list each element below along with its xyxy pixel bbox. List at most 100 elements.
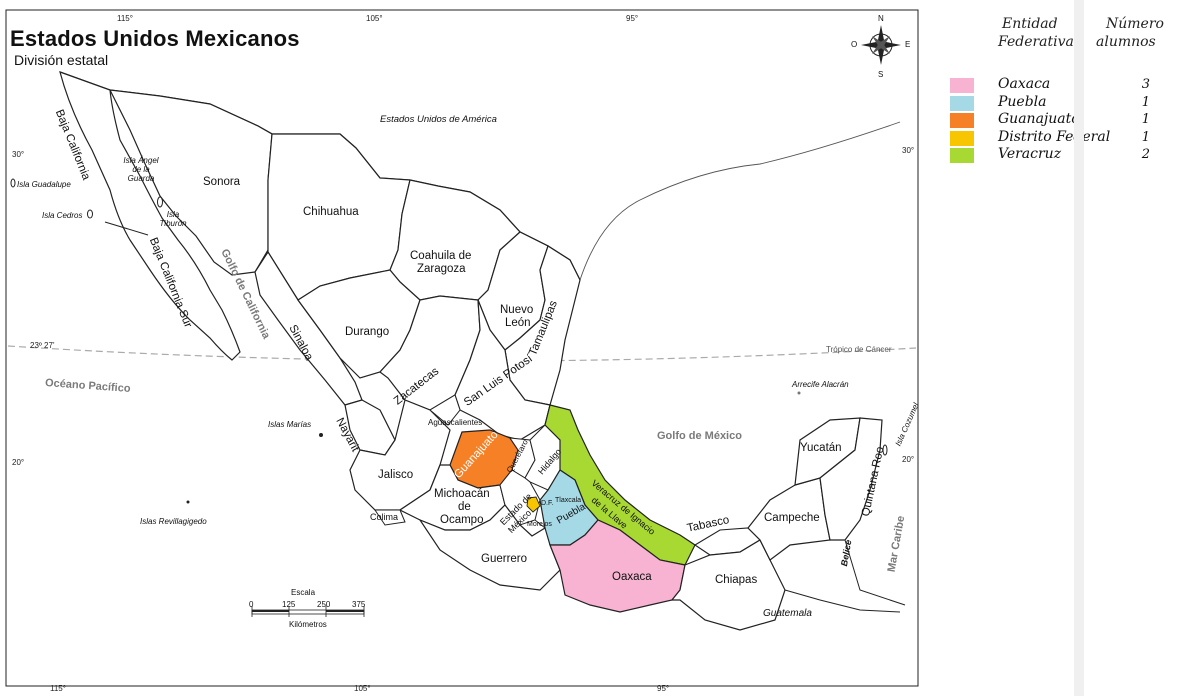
map-title: Estados Unidos Mexicanos xyxy=(10,26,300,51)
label-colima: Colima xyxy=(370,512,399,522)
label-morelos: Morelos xyxy=(527,521,552,528)
map-border xyxy=(5,9,919,687)
coord-right-30: 30° xyxy=(902,146,915,155)
legend-entity-name: Guanajuato xyxy=(998,111,1080,127)
state-guerrero xyxy=(418,504,561,591)
state-aguascalientes xyxy=(429,394,461,426)
label-michoacan-2: de xyxy=(458,501,471,513)
coord-left-30: 30° xyxy=(12,150,25,159)
coord-bottom-95: 95° xyxy=(657,684,670,693)
label-df: D.F. xyxy=(541,500,554,507)
compass-o: O xyxy=(851,40,858,49)
scale-bar xyxy=(251,606,365,617)
scale-tick-125: 125 xyxy=(282,600,296,609)
label-campeche: Campeche xyxy=(764,512,820,524)
label-coahuila-1: Coahuila de xyxy=(410,250,472,262)
legend-entity-name: Oaxaca xyxy=(998,76,1051,92)
legend-student-count: 1 xyxy=(1141,112,1150,127)
state-quintana-roo xyxy=(819,417,883,541)
label-nuevo-leon-1: Nuevo xyxy=(500,304,534,316)
coord-top-115: 115° xyxy=(117,14,133,23)
legend-header-entity-1: Entidad xyxy=(1002,16,1058,32)
coord-right-20: 20° xyxy=(902,455,915,464)
scale-tick-0: 0 xyxy=(249,600,254,609)
legend-entity-name: Distrito Federal xyxy=(998,128,1111,145)
label-chiapas: Chiapas xyxy=(715,574,758,586)
island-marias xyxy=(319,433,323,437)
label-tlaxcala: Tlaxcala xyxy=(555,497,582,504)
island-revillagigedo xyxy=(186,500,190,504)
legend-row: Guanajuato 1 xyxy=(950,111,1158,129)
compass-e: E xyxy=(905,40,911,49)
legend-swatch xyxy=(950,148,974,163)
tropic-name: Trópico de Cáncer xyxy=(826,345,892,354)
legend-student-count: 1 xyxy=(1141,94,1150,110)
tropic-latitude: 23º 27' xyxy=(30,341,55,350)
legend-header-count-1: Número xyxy=(1106,16,1164,32)
legend-swatch xyxy=(950,113,974,128)
state-df xyxy=(526,496,541,513)
scale-unit: Kilómetros xyxy=(289,620,327,629)
legend-student-count: 1 xyxy=(1141,129,1150,145)
label-isla-cedros: Isla Cedros xyxy=(42,211,83,220)
coord-top-105: 105° xyxy=(366,14,383,23)
label-arrecife-alacran: Arrecife Alacrán xyxy=(792,380,849,389)
label-coahuila-2: Zaragoza xyxy=(417,263,466,275)
label-islas-marias: Islas Marías xyxy=(268,420,312,429)
label-oaxaca: Oaxaca xyxy=(612,571,652,583)
label-usa: Estados Unidos de América xyxy=(380,114,497,125)
label-chihuahua: Chihuahua xyxy=(303,206,359,218)
us-gulf-coast xyxy=(579,121,901,281)
island-guadalupe xyxy=(10,178,16,188)
label-isla-guadalupe: Isla Guadalupe xyxy=(17,180,71,189)
label-isla-tiburon: Isla Tiburón xyxy=(159,210,187,228)
scale-title: Escala xyxy=(291,588,316,597)
legend-swatch xyxy=(950,130,974,146)
coord-left-20: 20° xyxy=(12,458,25,467)
state-chiapas xyxy=(670,539,786,631)
scale-tick-375: 375 xyxy=(352,600,366,609)
legend-student-count: 3 xyxy=(1141,77,1150,92)
label-michoacan-3: Ocampo xyxy=(440,514,484,526)
baja-peninsula xyxy=(59,71,241,361)
compass-s: S xyxy=(878,70,884,79)
legend-entity-name: Veracruz xyxy=(998,146,1062,162)
guatemala-border xyxy=(784,589,901,613)
label-aguascalientes: Aguascalientes xyxy=(428,418,483,427)
island-tiburon xyxy=(157,196,163,208)
label-jalisco: Jalisco xyxy=(378,469,414,481)
legend-row: Oaxaca 3 xyxy=(950,76,1158,94)
compass-rose xyxy=(861,25,901,65)
island-cozumel xyxy=(882,444,888,456)
legend-row: Distrito Federal 1 xyxy=(950,128,1158,147)
legend-header-count-2: alumnos xyxy=(1096,34,1156,50)
label-guerrero: Guerrero xyxy=(481,553,528,565)
label-gulf-mexico: Golfo de México xyxy=(657,430,742,442)
label-michoacan-1: Michoacán xyxy=(434,488,490,500)
legend-swatch xyxy=(950,78,974,93)
label-guatemala: Guatemala xyxy=(763,608,812,619)
side-strip xyxy=(1074,0,1084,696)
belize-border xyxy=(844,539,906,606)
state-colima xyxy=(374,509,406,526)
coord-top-95: 95° xyxy=(626,14,639,23)
label-isla-angel: Isla Ángel de la Guarda xyxy=(123,156,159,183)
legend-header-entity-2: Federativa xyxy=(998,34,1074,50)
legend-row: Veracruz 2 xyxy=(950,146,1158,164)
compass-n: N xyxy=(878,14,884,23)
reef-alacran xyxy=(797,391,801,395)
label-nuevo-leon-2: León xyxy=(505,317,531,329)
coord-bottom-105: 105° xyxy=(354,684,371,693)
scale-tick-250: 250 xyxy=(317,600,331,609)
legend-swatch xyxy=(950,95,974,111)
label-durango: Durango xyxy=(345,326,390,338)
island-cedros xyxy=(87,209,93,219)
state-sonora xyxy=(108,89,273,276)
legend-row: Puebla 1 xyxy=(950,93,1158,112)
coord-bottom-115: 115° xyxy=(50,684,66,693)
baja-division xyxy=(104,221,149,236)
legend-entity-name: Puebla xyxy=(998,93,1047,110)
legend-student-count: 2 xyxy=(1141,147,1150,162)
